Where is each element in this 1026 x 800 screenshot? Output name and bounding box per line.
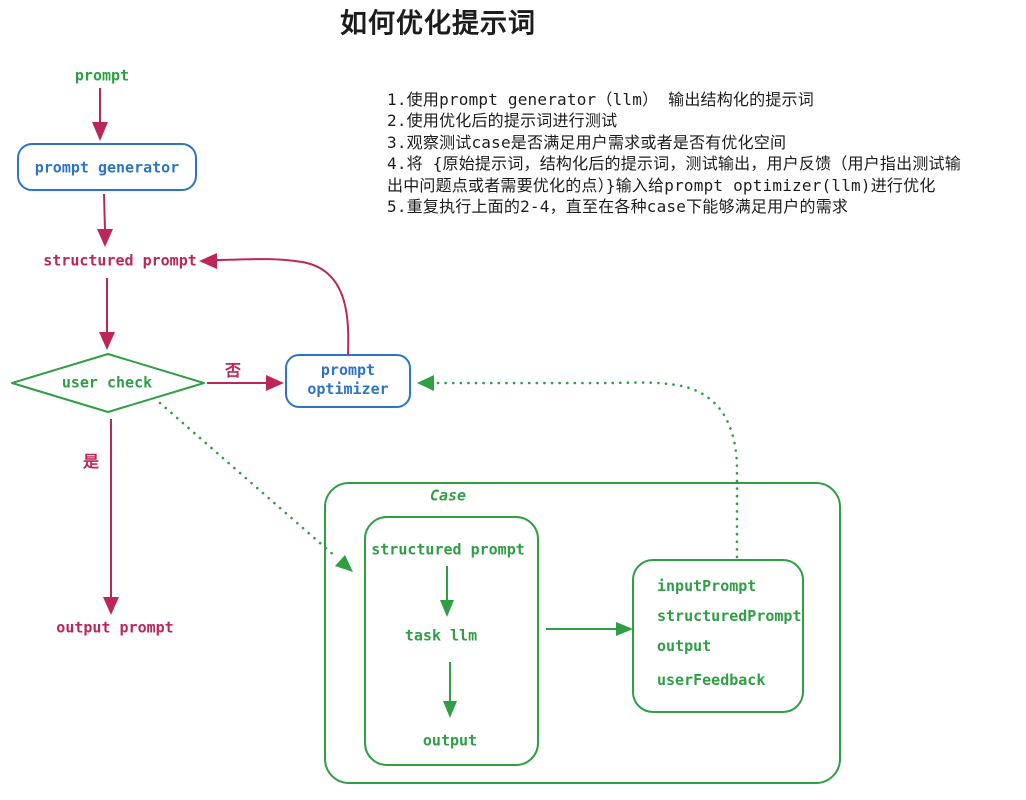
output-prompt-label: output prompt — [56, 618, 174, 637]
record-item-output: output — [657, 637, 712, 655]
case-box-label: Case — [429, 486, 467, 505]
user-check-label: user check — [61, 373, 153, 392]
arrowhead-down-icon — [97, 229, 113, 247]
user-check-diamond — [11, 353, 205, 413]
green-arrows — [446, 566, 618, 702]
crimson-arrows — [99, 88, 350, 598]
record-item-user-feedback: userFeedback — [657, 671, 766, 689]
yes-branch-label: 是 — [82, 453, 100, 471]
notes-block: 1.使用prompt generator（llm） 输出结构化的提示词 2.使用… — [387, 89, 961, 217]
case-pipeline-box — [364, 516, 539, 766]
note-line-3: 3.观察测试case是否满足用户需求或者是否有优化空间 — [387, 132, 787, 152]
arrow-generator-to-structured — [103, 193, 106, 231]
arrowhead-down-icon — [440, 600, 454, 617]
prompt-optimizer-label-line2: optimizer — [307, 380, 389, 398]
record-item-structured-prompt: structuredPrompt — [657, 607, 802, 625]
arrowhead-down-icon — [99, 332, 115, 350]
arrowhead-left-icon — [417, 375, 434, 391]
prompt-optimizer-label-line1: prompt — [320, 361, 376, 379]
case-record-box — [632, 559, 804, 713]
note-line-6: 5.重复执行上面的2-4，直至在各种case下能够满足用户的需求 — [387, 197, 849, 217]
prompt-node-label: prompt — [74, 66, 130, 85]
case-structured-prompt-label: structured prompt — [371, 540, 525, 559]
prompt-generator-label: prompt generator — [34, 158, 180, 177]
note-line-4: 4.将 {原始提示词，结构化后的提示词，测试输出，用户反馈（用户指出测试输 — [387, 154, 961, 174]
structured-prompt-label: structured prompt — [43, 251, 197, 270]
dotted-record-to-optimizer — [434, 381, 739, 559]
note-line-1: 1.使用prompt generator（llm） 输出结构化的提示词 — [387, 90, 814, 109]
arrowhead-down-icon — [103, 597, 119, 615]
prompt-generator-box — [17, 143, 197, 191]
note-line-5: 出中问题点或者需要优化的点）}输入给prompt optimizer(llm)进… — [387, 175, 936, 195]
arrowhead-downright-icon — [335, 555, 353, 572]
case-output-label: output — [422, 731, 478, 750]
no-branch-label: 否 — [224, 362, 242, 380]
arrowhead-right-icon — [266, 375, 284, 391]
note-line-2: 2.使用优化后的提示词进行测试 — [387, 111, 618, 131]
arrow-optimizer-to-structured-curve — [215, 258, 350, 356]
arrowhead-right-icon — [616, 622, 633, 636]
dotted-arrowheads — [335, 375, 434, 572]
case-task-llm-label: task llm — [404, 626, 478, 645]
arrowhead-down-icon — [443, 701, 457, 718]
crimson-arrowheads — [92, 122, 284, 615]
arrowhead-left-icon — [199, 253, 217, 269]
dotted-links — [158, 381, 739, 559]
dotted-check-to-case — [158, 401, 338, 559]
green-arrowheads — [440, 600, 633, 718]
arrowhead-down-icon — [92, 122, 108, 141]
page-title: 如何优化提示词 — [340, 8, 536, 39]
record-item-input-prompt: inputPrompt — [657, 577, 757, 595]
prompt-optimizer-label: prompt optimizer — [307, 361, 388, 399]
